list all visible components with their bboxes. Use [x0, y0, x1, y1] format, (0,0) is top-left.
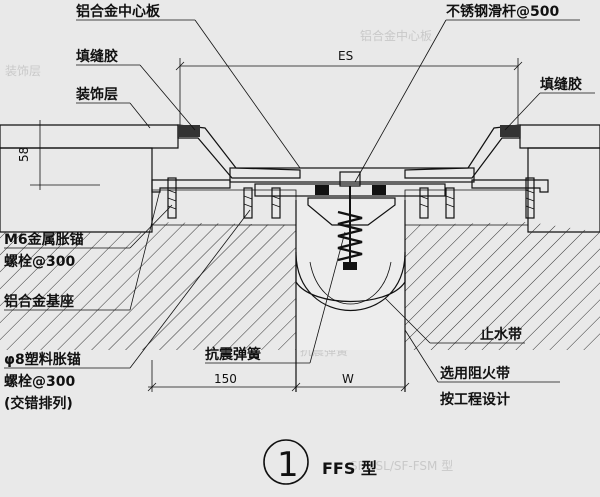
anchor-bolt	[243, 187, 253, 219]
label-waterstop: 止水带	[480, 326, 522, 343]
label-anchor-p8-line2: 螺栓@300	[4, 373, 75, 390]
right-slab	[405, 124, 600, 350]
left-slab	[0, 124, 296, 350]
anchor-bolt	[445, 187, 455, 219]
dimension-150-label: 150	[214, 372, 237, 386]
dimension-bottom: 150 W	[147, 360, 410, 392]
leader-lines	[4, 19, 595, 383]
anchor-bolt	[167, 177, 177, 219]
water-stop	[295, 251, 406, 311]
label-fire-line1: 选用阻火带	[440, 365, 510, 382]
caption: 1 FFS 型	[263, 439, 377, 485]
label-anchor-p8-line1: φ8塑料胀锚	[4, 351, 81, 368]
center-concrete-right	[404, 189, 529, 226]
svg-text:铝合金中心板: 铝合金中心板	[360, 28, 432, 43]
dimension-es: ES	[175, 49, 523, 125]
label-anchor-m6-line2: 螺栓@300	[4, 253, 75, 270]
dimension-es-label: ES	[338, 49, 353, 63]
label-fire-line2: 按工程设计	[440, 391, 510, 408]
label-anchor-m6-line1: M6金属胀锚	[4, 231, 84, 248]
joint-gap	[295, 200, 406, 392]
anchor-bolt	[525, 177, 535, 219]
label-finish-layer: 装饰层	[75, 86, 118, 103]
anchor-bolts	[167, 177, 535, 219]
anchor-bolt	[271, 187, 281, 219]
caption-type: FFS 型	[322, 459, 377, 478]
caption-number: 1	[277, 445, 299, 485]
label-sealant-left: 填缝胶	[76, 48, 118, 65]
center-concrete-left	[151, 189, 297, 226]
svg-text:SF-FSL/SF-FSM 型: SF-FSL/SF-FSM 型	[350, 459, 453, 473]
svg-text:装饰层: 装饰层	[5, 64, 41, 78]
dimension-depth-label: 58	[17, 147, 31, 162]
caption-circle	[263, 439, 309, 485]
label-center-plate: 铝合金中心板	[76, 3, 161, 20]
label-anchor-p8-line3: (交错排列)	[4, 395, 73, 412]
label-sealant-right: 填缝胶	[540, 76, 582, 93]
dimension-depth: 58	[17, 120, 100, 190]
seismic-spring	[337, 210, 363, 270]
label-spring: 抗震弹簧	[205, 346, 261, 363]
label-base: 铝合金基座	[4, 293, 74, 310]
anchor-bolt	[419, 187, 429, 219]
dimension-w-label: W	[342, 372, 354, 386]
center-plate	[177, 124, 521, 183]
label-slide-rod: 不锈钢滑杆@500	[446, 3, 559, 20]
